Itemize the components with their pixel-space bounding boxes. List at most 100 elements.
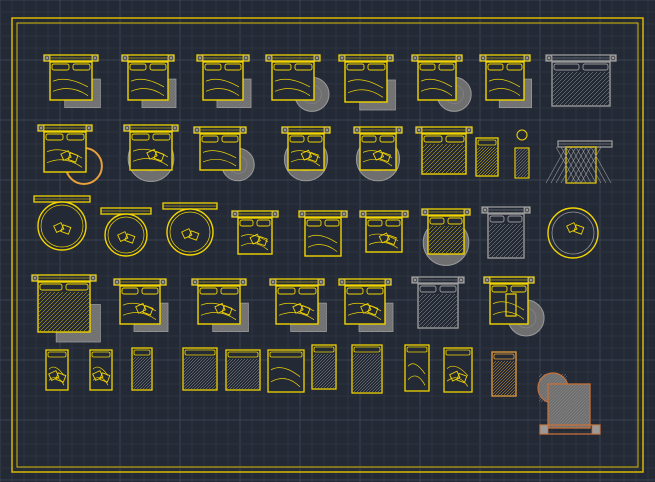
nightstand (159, 278, 167, 286)
hatch-line (244, 374, 259, 389)
pillow (447, 217, 463, 225)
hatch-line (227, 359, 246, 378)
hatch-line (583, 79, 609, 105)
hatch-line (380, 94, 396, 110)
lamp-icon (318, 279, 324, 285)
hatch-line (553, 72, 574, 93)
lamp-icon (339, 55, 345, 61)
hatch-line (516, 149, 528, 162)
duvet-fold (130, 78, 165, 88)
hatch-line (516, 157, 528, 171)
hatch-line (539, 374, 558, 393)
hatch-line (368, 379, 381, 392)
nightstand (523, 206, 531, 214)
pillow (491, 285, 508, 293)
hatch-line (390, 328, 393, 332)
round-mattress-inner (40, 204, 84, 248)
lamp-icon (114, 279, 120, 285)
hatch-line (554, 392, 589, 427)
hatch-line (229, 312, 249, 332)
hatch-line (423, 144, 440, 161)
pillow (493, 353, 515, 360)
hatch-line (353, 354, 369, 370)
pattern-line (555, 146, 577, 184)
hatch-line (313, 354, 320, 361)
double-bed-block (479, 54, 532, 108)
hatch-line (158, 89, 176, 108)
hatch-line (313, 358, 335, 382)
hatch-line (247, 377, 259, 389)
nightstand (265, 54, 273, 62)
hatch-line (63, 305, 89, 331)
hatch-line (516, 160, 528, 174)
hatch-line (184, 357, 191, 364)
hatch-line (39, 292, 56, 309)
hatch-line (493, 365, 515, 389)
hatch-line (549, 385, 574, 410)
nightstand (457, 276, 465, 284)
hatch-line (84, 325, 101, 342)
single-bed-block (267, 349, 305, 393)
hatch-line (239, 95, 251, 108)
hatch-line (453, 323, 457, 327)
hatch-line (484, 162, 497, 175)
nightstand (191, 278, 199, 286)
hatch-line (39, 292, 52, 305)
hatch-line (383, 97, 396, 110)
lamp-icon (412, 277, 418, 283)
hatch-line (72, 313, 101, 342)
hatch-line (71, 313, 89, 331)
hatch-line (518, 94, 532, 108)
lamp-icon (192, 279, 198, 285)
hatch-line (133, 362, 151, 382)
hatch-line (193, 366, 216, 389)
hatch-line (167, 98, 176, 108)
round-bed-block (547, 207, 599, 259)
hatch-line (449, 157, 465, 173)
throw-pillow (367, 305, 379, 316)
throw-pillow (188, 230, 200, 241)
hatch-line (202, 375, 216, 389)
hatch-line (81, 322, 101, 342)
hatch-line (423, 144, 436, 157)
hatch-line (133, 359, 151, 379)
hatch-line (449, 319, 457, 327)
hatch-line (512, 88, 532, 108)
hatch-line (539, 374, 549, 384)
hatch-line (495, 229, 523, 257)
nightstand (483, 276, 491, 284)
duvet-fold (48, 366, 65, 376)
hatch-line (571, 72, 606, 105)
hatch-line (353, 354, 375, 376)
hatch-line (314, 367, 335, 388)
hatch-line (161, 92, 176, 108)
lamp-icon (464, 209, 470, 215)
pillow (406, 346, 428, 353)
hatch-line (425, 144, 456, 173)
mattress (359, 133, 397, 171)
hatch-line (429, 144, 460, 173)
throw-pillow (55, 372, 67, 383)
lamp-icon (282, 127, 288, 133)
hatch-line (524, 100, 532, 108)
lamp-icon (314, 55, 320, 61)
hatch-line (159, 322, 168, 332)
hatch-line (232, 315, 249, 332)
hatch-line (445, 315, 457, 327)
hatch-line (584, 422, 589, 427)
hatch-line (575, 413, 589, 427)
pillow (306, 219, 322, 227)
hatch-line (497, 377, 515, 395)
hatch-pattern (549, 385, 589, 427)
hatch-line (493, 368, 515, 392)
pillow (510, 285, 527, 293)
hatch-line (184, 357, 216, 389)
lamp-icon (484, 277, 490, 283)
nightstand (539, 424, 549, 435)
hatch-line (419, 294, 452, 327)
lamp-icon (44, 55, 50, 61)
hatch-line (313, 361, 335, 385)
hatch-line (515, 249, 523, 257)
bed-block-library (31, 54, 617, 435)
lamp-icon (385, 279, 391, 285)
